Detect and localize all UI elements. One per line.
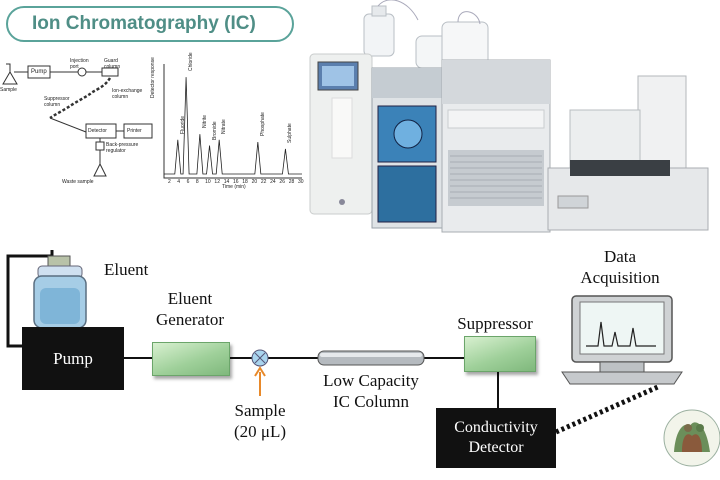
injection-valve-icon [251,349,269,367]
schematic-label-pump: Pump [31,69,47,75]
chromatogram-tick-label: 28 [288,179,295,185]
suppressor-label: Suppressor [457,314,533,333]
chromatogram-peak-label: Fluoride [179,115,186,134]
schematic-label-guard-column: Guard column [104,58,121,70]
sample-flask-icon [2,63,18,85]
page-title: Ion Chromatography (IC) [6,6,294,42]
chromatogram-peak-label: Nitrite [201,115,208,129]
chromatogram-tick-label: 30 [298,179,304,185]
chromatogram-peak-label: Sulphate [287,123,294,143]
ion-exchange-column-icon [49,77,112,120]
chromatogram-axes [163,64,302,179]
chromatogram-peak-label: Chloride [188,52,195,72]
chromatogram-peak-label: Bromide [211,120,218,140]
chromatogram-tick-label: 14 [223,179,230,185]
chromatogram-tick-label: 20 [251,179,258,185]
chromatogram-peak-label: Phosphate [259,112,266,137]
schematic-label-suppressor-column: Suppressor column [44,96,70,108]
chromatogram-tick-label: 16 [233,179,239,185]
pump-box: Pump [22,327,124,390]
guard-column-icon [101,67,119,77]
chromatogram-peak-label: Nitrate [221,119,228,134]
detector-label-line1: Conductivity [454,419,538,436]
chromatogram-tick-label: 10 [205,179,211,185]
chromatogram-tick-label: 6 [186,179,190,185]
sample-label: Sample(20 μL) [233,401,287,441]
schematic-label-ion-exchange-column: Ion-exchange column [112,88,143,100]
schematic-label-printer: Printer [127,128,142,134]
chromatogram-y-label: Detector response [150,57,156,98]
chromatogram-tick-label: 12 [214,179,220,185]
eluent-generator-module [152,342,230,376]
eluent-supply-tube [6,254,52,348]
schematic-label-injection-port: Injection port [70,58,89,70]
chromatogram-x-label: Time (min) [222,184,246,190]
schematic-label-waste: Waste sample [62,179,94,185]
schematic-label-detector: Detector [88,128,107,134]
ic-instrument-illustration [309,0,709,233]
ic-column-icon [317,350,425,366]
ic-flow-diagram [6,250,720,467]
chromatogram-tick-label: 24 [270,179,276,185]
chromatogram-tick-label: 8 [195,179,199,185]
computer-icon [561,295,683,385]
waste-flask-icon [93,154,107,177]
detector-to-computer-link [554,383,662,435]
detector-label-line2: Detector [468,439,524,456]
chromatogram-tick-label: 18 [242,179,248,185]
chromatogram-plot [163,64,302,179]
conductivity-detector-box: Conductivity Detector [436,408,556,468]
suppressor-module [464,336,536,372]
chromatogram-tick-label: 22 [260,179,267,185]
schematic-label-back-pressure: Back-pressure regulator [106,142,139,154]
schematic-label-sample: Sample [0,87,17,93]
publisher-logo [663,409,720,467]
chromatogram-tick-label: 4 [177,179,181,185]
chromatogram-tick-label: 2 [168,179,171,185]
chromatogram-tick-label: 26 [279,179,285,185]
chromatogram-trace [164,77,302,175]
eluent-label: Eluent [104,260,149,279]
ic-schematic [2,63,302,179]
eluent-bottle-icon [33,255,87,329]
back-pressure-regulator-icon [95,141,105,151]
